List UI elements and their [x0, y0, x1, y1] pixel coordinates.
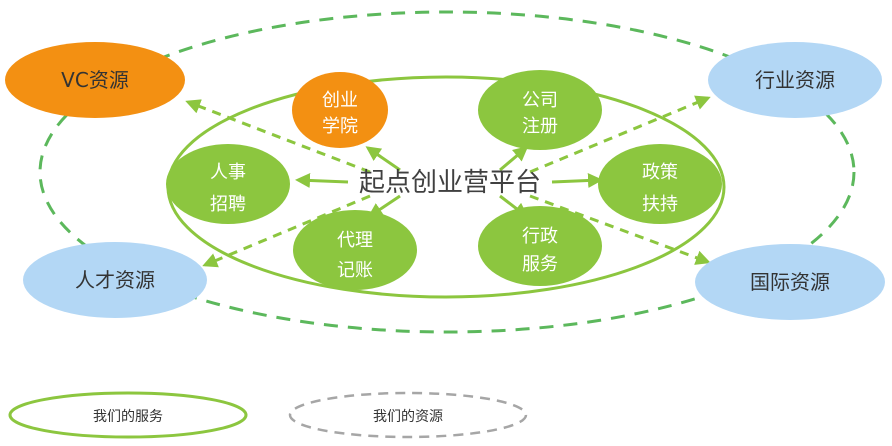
arrow-academy	[365, 146, 401, 172]
resource-node-international: 国际资源	[695, 244, 885, 320]
arrow-policy	[551, 173, 603, 188]
service-node-hr: 人事 招聘	[166, 144, 290, 224]
outer-resource-ring	[38, 10, 856, 334]
svg-text:政策: 政策	[642, 162, 678, 183]
resource-node-talent: 人才资源	[23, 242, 207, 318]
arrow-industry	[529, 95, 711, 174]
service-node-admin: 行政 服务	[478, 206, 602, 286]
svg-text:行业资源: 行业资源	[755, 68, 835, 92]
svg-text:人才资源: 人才资源	[75, 268, 155, 292]
svg-text:VC资源: VC资源	[61, 68, 129, 92]
arrow-talent	[202, 194, 371, 268]
svg-text:招聘: 招聘	[210, 194, 246, 215]
svg-text:注册: 注册	[522, 116, 558, 137]
resource-arrows	[185, 95, 711, 268]
svg-text:创业: 创业	[322, 90, 358, 111]
center-label: 起点创业营平台	[359, 168, 541, 198]
legend-resources-label: 我们的资源	[373, 409, 443, 425]
svg-text:服务: 服务	[522, 254, 558, 275]
service-node-accounting: 代理 记账	[293, 210, 417, 290]
service-node-academy: 创业 学院	[292, 72, 388, 148]
svg-text:代理: 代理	[337, 230, 373, 251]
service-node-policy: 政策 扶持	[598, 144, 722, 224]
legend-services: 我们的服务	[8, 391, 248, 439]
legend-services-label: 我们的服务	[93, 409, 163, 425]
arrow-hr	[295, 172, 349, 188]
svg-text:学院: 学院	[322, 116, 358, 137]
arrow-company	[499, 146, 529, 172]
service-node-company: 公司 注册	[478, 70, 602, 150]
resource-node-industry: 行业资源	[708, 42, 882, 118]
svg-text:扶持: 扶持	[642, 194, 678, 215]
legend-resources: 我们的资源	[288, 391, 528, 439]
svg-text:国际资源: 国际资源	[750, 270, 830, 294]
svg-text:公司: 公司	[522, 90, 558, 111]
resource-node-vc: VC资源	[5, 42, 185, 118]
service-arrows	[295, 146, 603, 218]
arrow-vc	[185, 99, 371, 174]
svg-text:人事: 人事	[210, 162, 246, 183]
svg-text:行政: 行政	[522, 226, 558, 247]
svg-text:记账: 记账	[337, 260, 373, 281]
